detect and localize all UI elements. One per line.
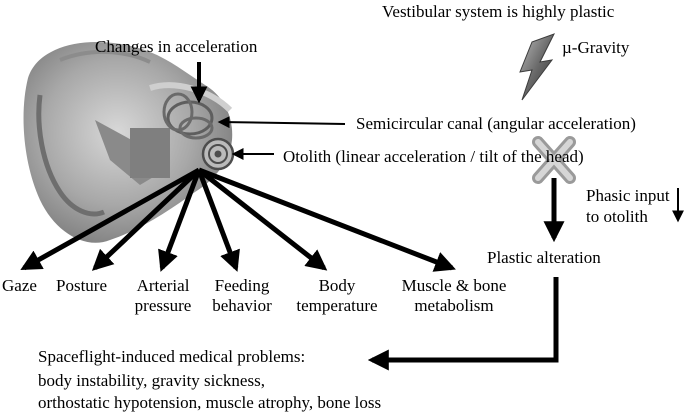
blocked-x-icon: [532, 136, 576, 184]
output-body-temperature: Body temperature: [288, 276, 386, 316]
output-posture: Posture: [56, 276, 107, 295]
output-line1: Muscle & bone: [401, 276, 507, 295]
label-phasic-line2: to otolith: [586, 207, 648, 226]
problems-line2: orthostatic hypotension, muscle atrophy,…: [38, 393, 382, 412]
label-semicircular-canal: Semicircular canal (angular acceleration…: [356, 114, 636, 133]
problems-heading: Spaceflight-induced medical problems:: [38, 347, 306, 366]
output-line2: behavior: [212, 296, 272, 315]
output-line2: temperature: [296, 296, 378, 315]
output-line2: pressure: [134, 296, 192, 315]
label-changes-acceleration: Changes in acceleration: [95, 37, 258, 56]
output-line1: Body: [318, 276, 356, 295]
output-line1: Feeding: [214, 276, 270, 295]
output-feeding-behavior: Feeding behavior: [205, 276, 279, 316]
output-line2: metabolism: [414, 296, 494, 315]
output-gaze: Gaze: [2, 276, 37, 295]
label-microgravity: µ-Gravity: [562, 38, 630, 57]
output-arterial-pressure: Arterial pressure: [127, 276, 199, 316]
arrow-semicircular: [217, 116, 346, 129]
output-line1: Arterial: [136, 276, 190, 295]
output-muscle-bone-metabolism: Muscle & bone metabolism: [396, 276, 512, 316]
diagram-title: Vestibular system is highly plastic: [382, 2, 615, 21]
output-arrows: [20, 167, 456, 272]
problems-line1: body instability, gravity sickness,: [38, 371, 265, 390]
arrow-to-problems: [367, 277, 559, 371]
label-plastic-alteration: Plastic alteration: [487, 248, 601, 267]
lightning-bolt-icon: [519, 33, 556, 101]
label-phasic-line1: Phasic input: [586, 186, 670, 205]
inner-ear-illustration: [23, 41, 235, 243]
label-otolith: Otolith (linear acceleration / tilt of t…: [283, 147, 584, 166]
